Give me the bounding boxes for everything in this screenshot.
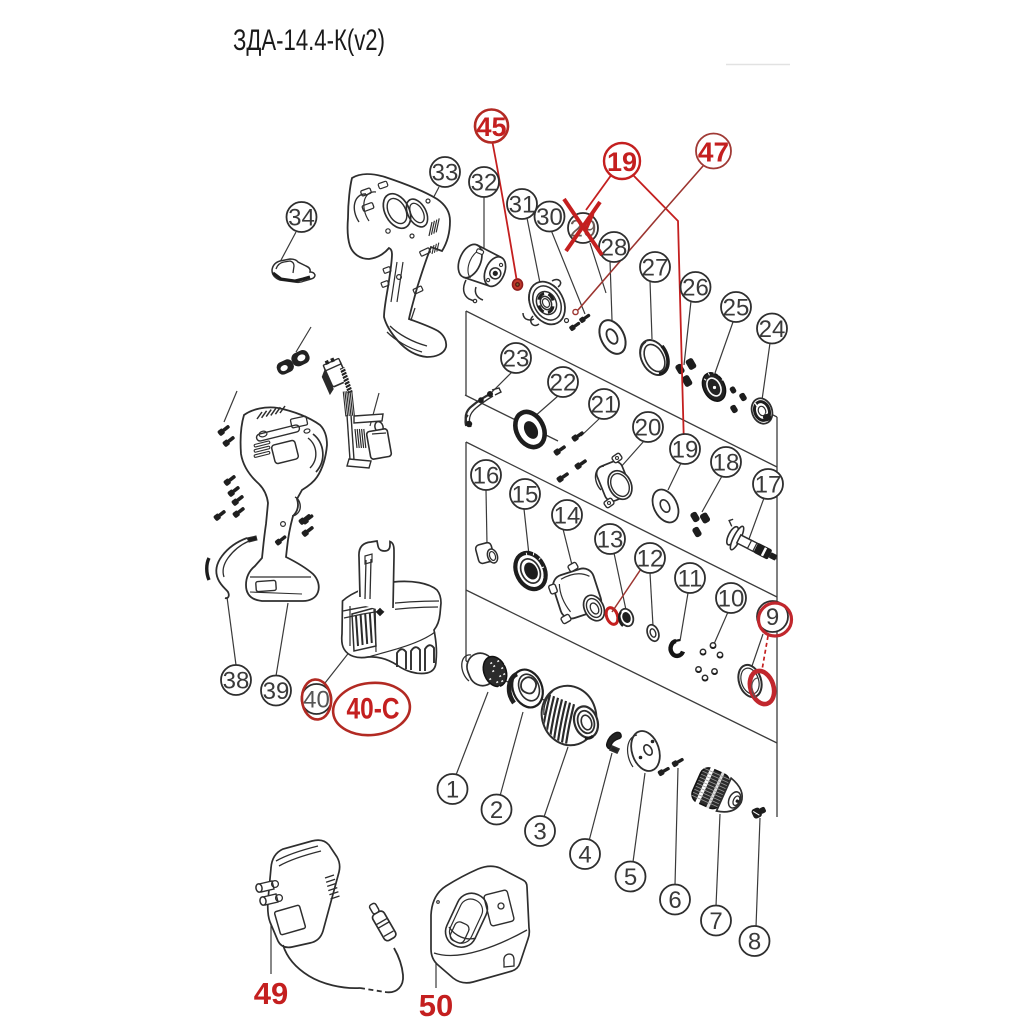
svg-text:33: 33	[432, 160, 459, 187]
svg-text:38: 38	[223, 668, 250, 695]
svg-text:17: 17	[755, 472, 782, 499]
svg-text:23: 23	[503, 346, 530, 373]
svg-text:19: 19	[672, 437, 699, 464]
svg-text:10: 10	[718, 586, 745, 613]
svg-text:19: 19	[607, 147, 637, 177]
svg-text:27: 27	[642, 255, 669, 282]
svg-text:5: 5	[624, 864, 637, 891]
svg-text:30: 30	[536, 204, 563, 231]
svg-text:34: 34	[288, 205, 315, 232]
svg-text:39: 39	[263, 678, 290, 705]
svg-text:47: 47	[698, 137, 729, 168]
svg-text:11: 11	[678, 566, 703, 593]
svg-text:7: 7	[709, 908, 722, 935]
svg-text:26: 26	[682, 275, 709, 302]
svg-text:45: 45	[476, 112, 506, 142]
svg-text:6: 6	[668, 887, 681, 914]
svg-text:2: 2	[490, 797, 503, 824]
svg-text:31: 31	[509, 192, 536, 219]
svg-text:32: 32	[471, 170, 498, 197]
svg-text:16: 16	[473, 463, 500, 490]
svg-text:25: 25	[723, 295, 750, 322]
svg-text:8: 8	[748, 929, 761, 956]
svg-text:15: 15	[512, 482, 539, 509]
svg-text:40: 40	[303, 687, 330, 714]
svg-text:22: 22	[550, 370, 577, 397]
svg-text:4: 4	[578, 842, 591, 869]
svg-text:12: 12	[637, 546, 664, 573]
svg-text:9: 9	[766, 604, 779, 631]
svg-text:1: 1	[446, 777, 459, 804]
svg-text:20: 20	[635, 415, 662, 442]
svg-text:40-C: 40-C	[347, 693, 400, 726]
svg-text:3: 3	[533, 819, 546, 846]
svg-text:50: 50	[419, 988, 453, 1023]
svg-text:13: 13	[597, 527, 624, 554]
svg-text:24: 24	[759, 316, 786, 343]
svg-text:18: 18	[713, 450, 740, 477]
svg-text:49: 49	[254, 976, 288, 1011]
svg-text:14: 14	[554, 503, 581, 530]
svg-text:ЗДА-14.4-К(v2): ЗДА-14.4-К(v2)	[233, 24, 385, 57]
svg-text:28: 28	[601, 235, 628, 262]
svg-text:21: 21	[591, 392, 618, 419]
